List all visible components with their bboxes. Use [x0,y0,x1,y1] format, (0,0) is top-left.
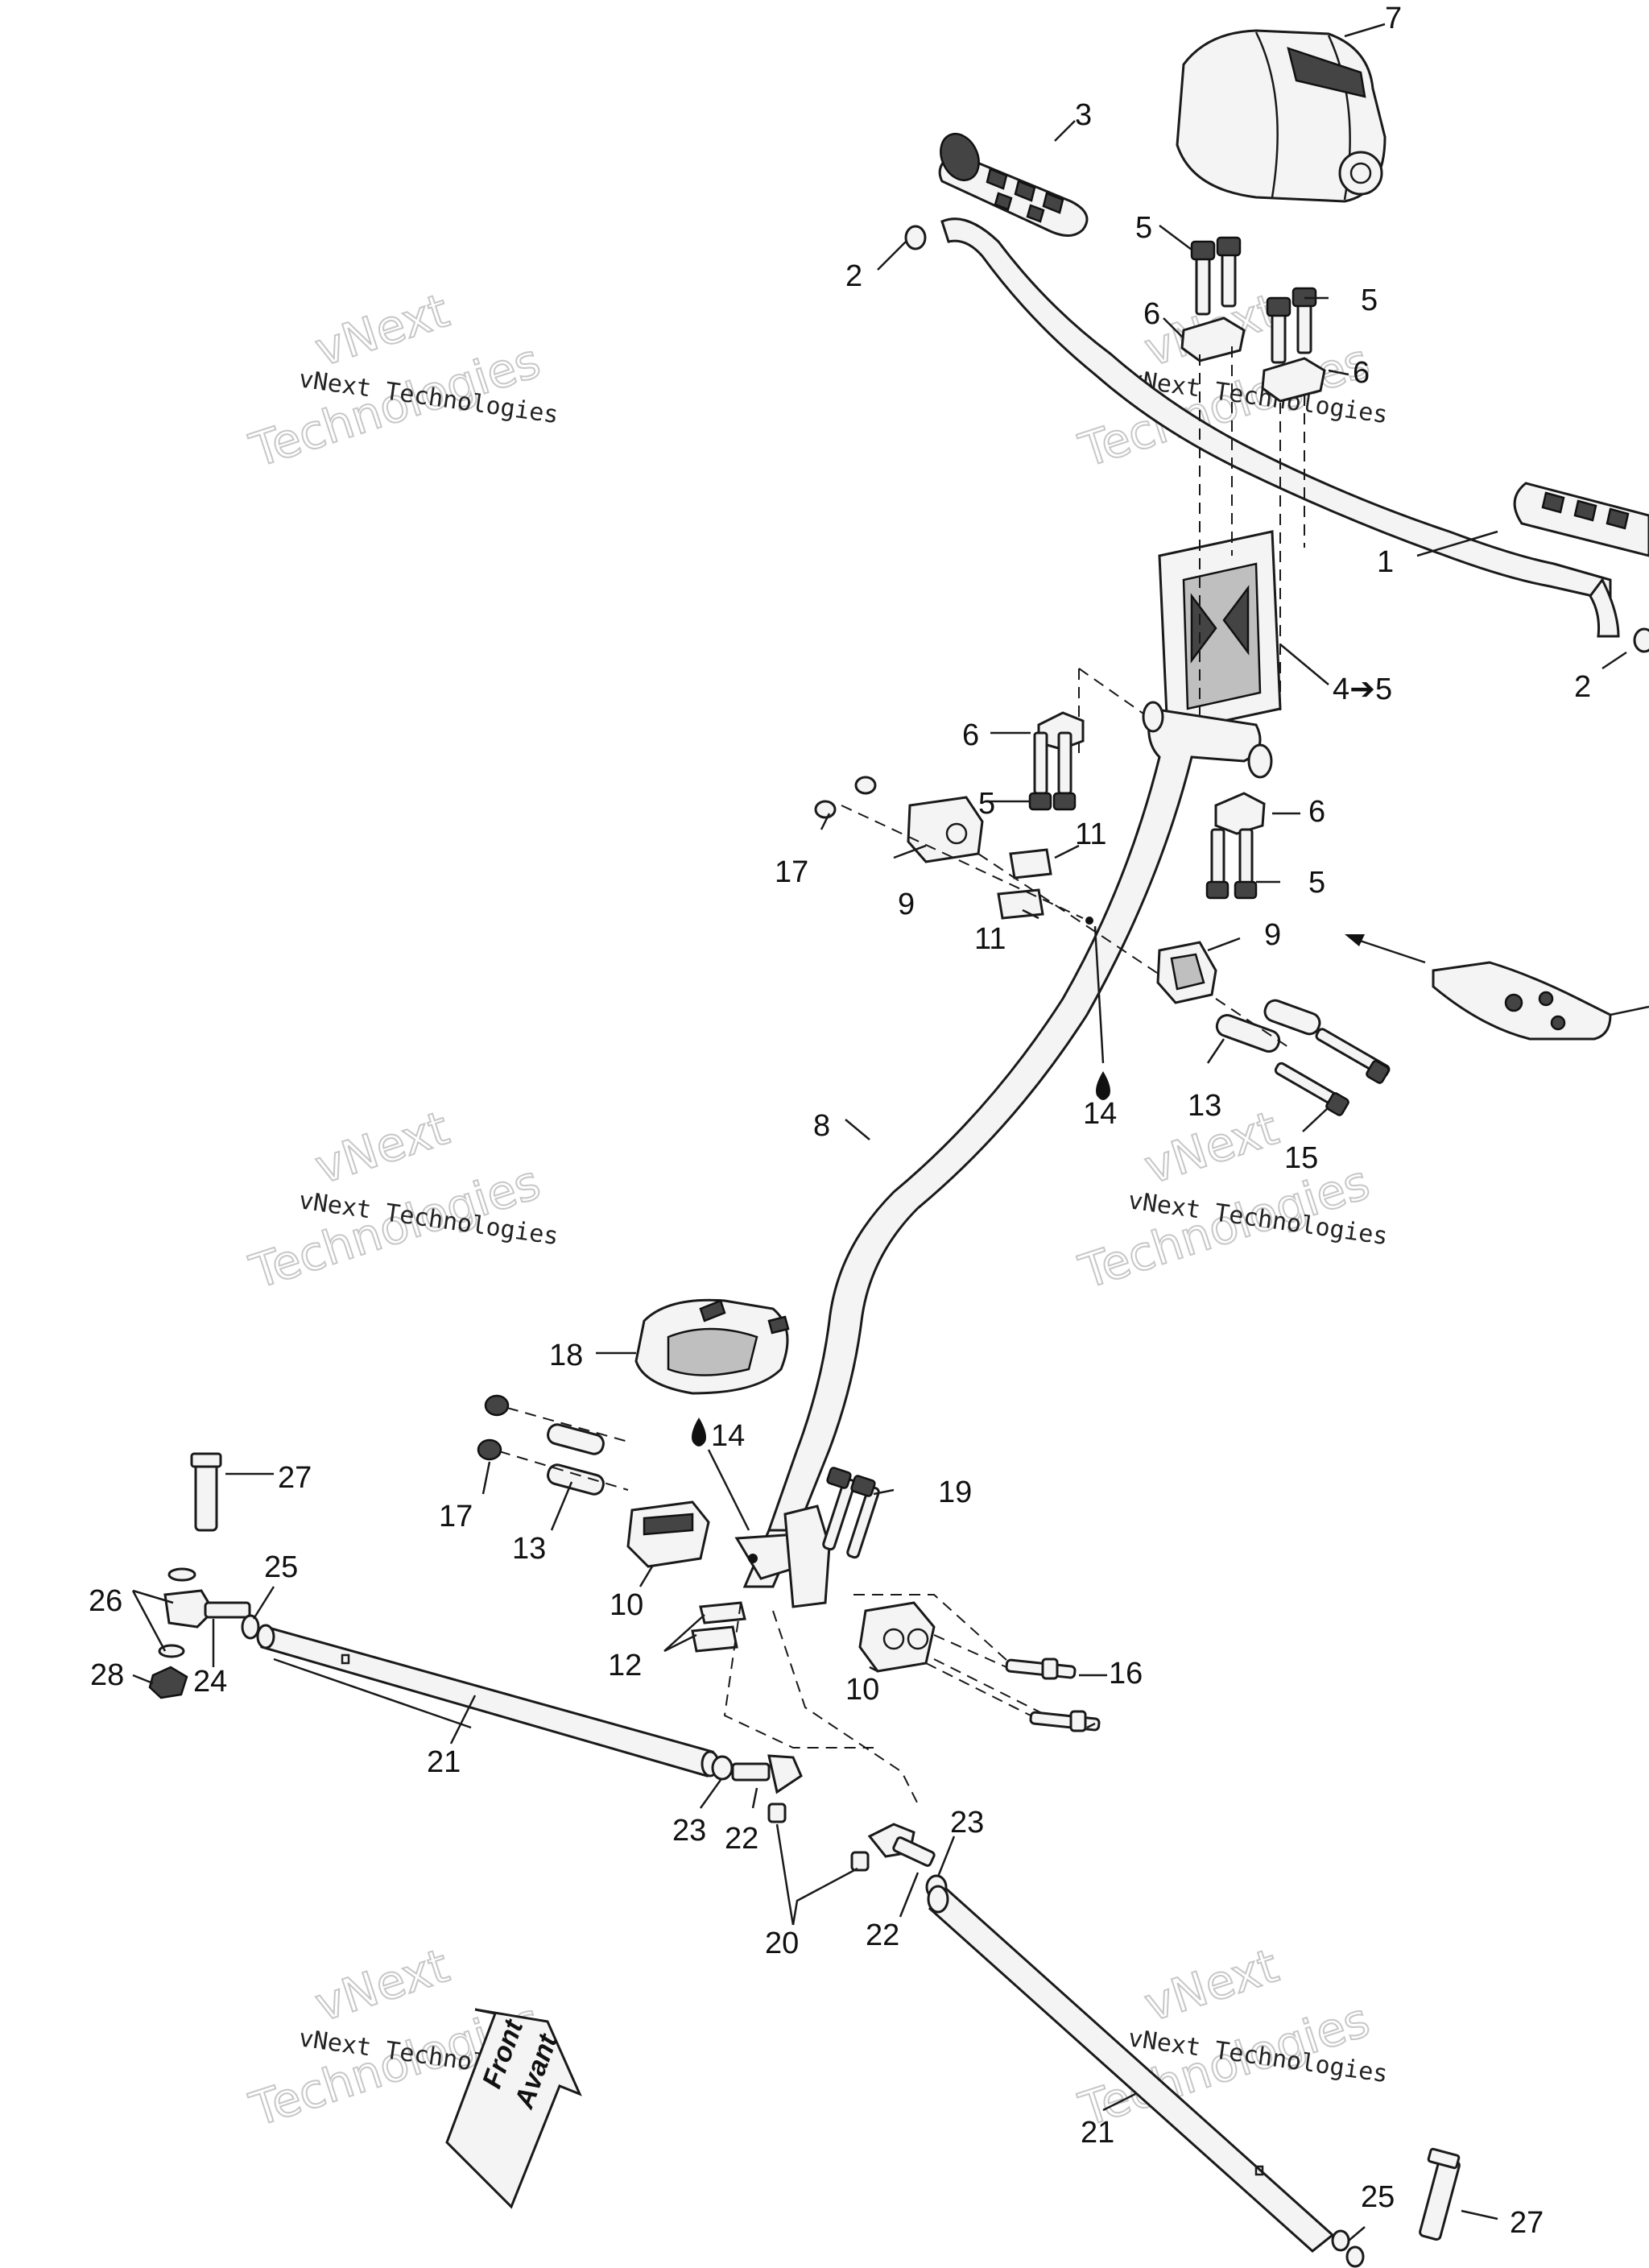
bar-end-plug [1633,627,1649,653]
callout-19: 19 [938,1475,972,1509]
callout-5: 5 [1308,866,1325,900]
callout-5: 5 [978,787,995,821]
lower-bushings [691,1594,1048,1716]
callout-14: 14 [711,1419,745,1453]
callout-6: 6 [1353,356,1370,390]
watermark-vnext: vNext [308,1100,455,1194]
callout-24: 24 [193,1665,227,1699]
grease-drop-icon [692,1418,706,1446]
tie-rod-inner-ends [711,1754,948,1900]
callout-27: 27 [278,1461,312,1495]
column-bolts [822,1467,880,1559]
upper-pins-bolts [1215,998,1391,1116]
column-boot [634,1298,790,1395]
left-grip [938,133,1089,237]
callout-17: 17 [439,1500,473,1533]
callout-2: 2 [845,259,862,293]
callout-13: 13 [512,1532,546,1566]
right-tie-rod-end [1331,2147,1461,2268]
callout-11: 11 [1075,817,1106,851]
handlebar-pad [1176,29,1387,203]
callout-23: 23 [672,1814,706,1848]
grease-drop-icon [1096,1071,1110,1100]
handlebar-riser [1158,530,1282,735]
callout-labels: 7 3 2 5 5 6 6 1 2 4➔5 6 5 6 5 11 11 9 9 … [89,2,1591,2240]
callout-27: 27 [1510,2206,1544,2240]
callout-28: 28 [90,1658,124,1692]
leader-lines [131,23,1627,2241]
callout-8: 8 [813,1109,830,1143]
tie-rod-left [256,1624,720,1778]
upper-clamps [1180,317,1326,403]
callout-4: 4➔5 [1333,673,1392,706]
jam-nut [241,1614,260,1640]
callout-2: 2 [1574,670,1591,704]
right-grip [1513,482,1649,557]
callout-1: 1 [1377,545,1394,579]
mid-clamps [1028,711,1266,900]
lower-nuts-pins [477,1394,629,1496]
callout-16: 16 [1109,1657,1143,1691]
pitman-arm [723,1504,919,1805]
watermark-vnext: vNext [308,283,455,377]
watermark-vnext: vNext [1138,1938,1284,2032]
callout-3: 3 [1075,98,1092,132]
upper-bushing-blocks [814,776,1217,1064]
callout-21: 21 [1081,2116,1114,2150]
callout-10: 10 [845,1673,879,1707]
mounting-bracket [1345,934,1649,1041]
callout-18: 18 [549,1339,583,1372]
callout-26: 26 [89,1584,122,1618]
left-tie-rod-end [148,1452,251,1699]
callout-5: 5 [1361,284,1378,317]
callout-22: 22 [725,1822,758,1856]
callout-14: 14 [1083,1097,1117,1131]
callout-6: 6 [1143,297,1160,331]
lower-bolts [925,1634,1101,1732]
callout-6: 6 [1308,795,1325,829]
callout-5: 5 [1135,211,1152,245]
grease-icon-group [692,1071,1110,1446]
callout-21: 21 [427,1745,461,1779]
callout-9: 9 [1264,918,1281,952]
callout-20: 20 [765,1927,799,1960]
tie-rod-right [927,1885,1335,2253]
callout-9: 9 [898,888,915,921]
callout-11: 11 [974,922,1006,956]
callout-10: 10 [610,1588,643,1622]
watermark-vnext: vNext [308,1938,455,2032]
bar-end-plug [904,225,927,250]
callout-22: 22 [866,1918,899,1952]
front-direction-arrow: Front Avant [445,2008,582,2209]
callout-17: 17 [775,855,808,889]
callout-13: 13 [1188,1089,1221,1123]
callout-12: 12 [608,1649,642,1682]
callout-25: 25 [264,1550,298,1584]
callout-6: 6 [962,718,979,752]
callout-7: 7 [1385,2,1402,35]
handlebar [940,217,1620,638]
callout-15: 15 [1284,1141,1318,1175]
callout-23: 23 [950,1806,984,1840]
callout-25: 25 [1361,2180,1395,2214]
